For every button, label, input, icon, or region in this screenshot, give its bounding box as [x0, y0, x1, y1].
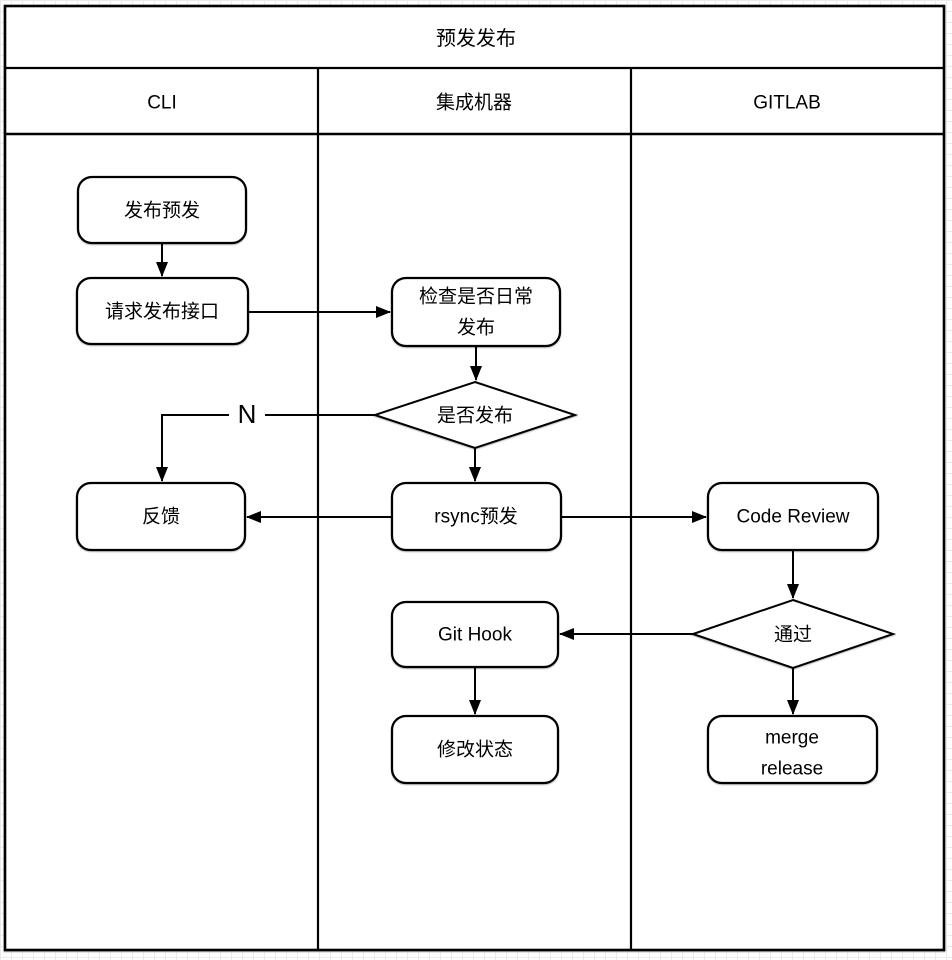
node-pass-decision — [689, 598, 897, 670]
node-rsync-pre — [390, 481, 563, 552]
node-modify-status-label: 修改状态 — [437, 739, 513, 761]
node-request-api-label: 请求发布接口 — [105, 301, 219, 323]
node-pass-label: 通过 — [774, 624, 812, 646]
node-git-hook-label: Git Hook — [438, 625, 512, 646]
edge-label-background — [229, 399, 265, 431]
node-merge-release — [706, 714, 879, 785]
node-merge-release-label-line1: merge — [765, 728, 819, 749]
node-feedback-label: 反馈 — [142, 506, 180, 528]
edge-decision-no-to-feedback — [156, 414, 375, 482]
diagram-title: 预发发布 — [436, 27, 516, 50]
node-request-api — [75, 276, 250, 346]
node-check-daily-label-line2: 发布 — [457, 317, 495, 339]
lane-header-integration: 集成机器 — [436, 92, 512, 114]
node-rsync-pre-label: rsync预发 — [434, 506, 517, 528]
node-modify-status — [390, 714, 560, 785]
node-is-publish-label: 是否发布 — [437, 405, 513, 427]
edge-label-n: N — [238, 399, 257, 429]
lane-header-cli: CLI — [147, 93, 177, 114]
node-feedback — [75, 481, 247, 552]
node-publish-pre-label: 发布预发 — [124, 200, 200, 222]
node-code-review — [706, 481, 880, 552]
node-is-publish-decision — [371, 380, 579, 450]
node-merge-release-label-line2: release — [761, 759, 823, 780]
node-git-hook — [390, 600, 560, 669]
node-code-review-label: Code Review — [737, 507, 850, 528]
node-publish-pre — [76, 175, 248, 245]
node-check-daily — [390, 276, 562, 348]
lane-header-gitlab: GITLAB — [753, 93, 821, 114]
node-check-daily-label-line1: 检查是否日常 — [419, 286, 533, 308]
